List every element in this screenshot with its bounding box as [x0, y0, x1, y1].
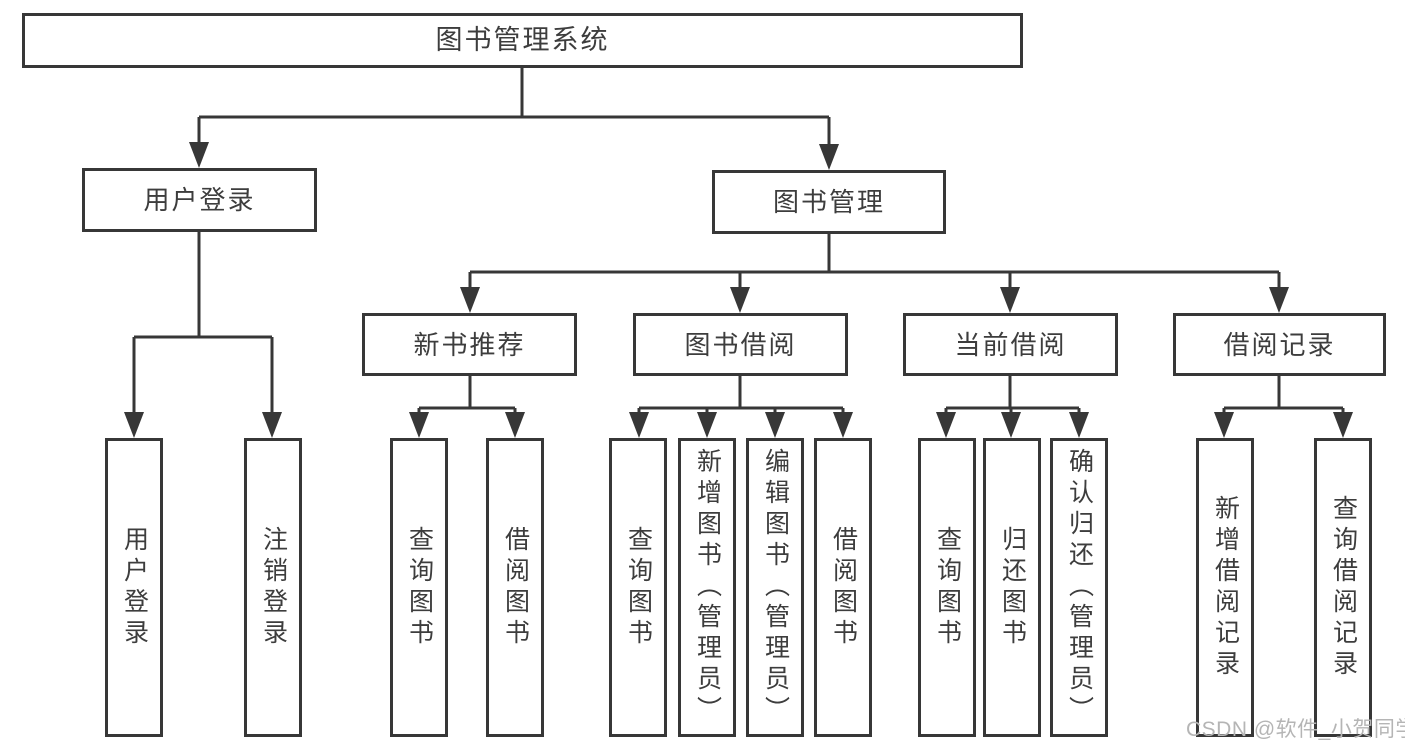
node-book-borrowing: 图书借阅 [633, 313, 848, 376]
node-book-management: 图书管理 [712, 170, 946, 234]
node-current-query-books: 查询图书 [918, 438, 976, 737]
connector-current-borrowing [944, 376, 1081, 416]
node-logout-action: 注销登录 [244, 438, 302, 737]
node-newbook-borrow-books: 借阅图书 [486, 438, 544, 737]
arrowhead-icon [936, 412, 956, 438]
arrowhead-icon [819, 144, 839, 170]
connector-book-borrowing [637, 376, 845, 416]
arrowhead-icon [262, 412, 282, 438]
node-newbook-query-books: 查询图书 [390, 438, 448, 737]
arrowhead-icon [629, 412, 649, 438]
arrowhead-icon [833, 412, 853, 438]
arrowhead-icon [460, 287, 480, 313]
node-borrowing-edit-books-admin: 编辑图书（管理员） [746, 438, 804, 737]
watermark: CSDN @软件_小贺同学 [1186, 718, 1405, 741]
arrowhead-icon [1069, 412, 1089, 438]
connector-new-book [417, 376, 517, 416]
connector-root [197, 68, 831, 148]
node-borrowing-add-books-admin: 新增图书（管理员） [678, 438, 736, 737]
node-current-borrowing: 当前借阅 [903, 313, 1118, 376]
node-current-confirm-return-admin: 确认归还（管理员） [1050, 438, 1108, 737]
arrowhead-icon [189, 142, 209, 168]
arrowhead-icon [730, 287, 750, 313]
arrowhead-icon [1000, 287, 1020, 313]
arrowhead-icon [505, 412, 525, 438]
node-records-add-borrow-record: 新增借阅记录 [1196, 438, 1254, 737]
arrowhead-icon [1269, 287, 1289, 313]
node-borrow-records: 借阅记录 [1173, 313, 1386, 376]
arrowhead-icon [1001, 412, 1021, 438]
arrowhead-icon [1214, 412, 1234, 438]
connector-book-management [468, 234, 1281, 291]
node-library-management-system: 图书管理系统 [22, 13, 1023, 68]
node-borrowing-query-books: 查询图书 [609, 438, 667, 737]
node-records-query-borrow-record: 查询借阅记录 [1314, 438, 1372, 737]
node-login-action: 用户登录 [105, 438, 163, 737]
arrowhead-icon [409, 412, 429, 438]
arrowhead-icon [124, 412, 144, 438]
arrowhead-icon [1333, 412, 1353, 438]
node-current-return-books: 归还图书 [983, 438, 1041, 737]
node-new-book-recommend: 新书推荐 [362, 313, 577, 376]
connector-user-login [132, 232, 274, 416]
arrowhead-icon [697, 412, 717, 438]
connector-borrow-records [1222, 376, 1345, 416]
node-user-login: 用户登录 [82, 168, 317, 232]
node-borrowing-borrow-books: 借阅图书 [814, 438, 872, 737]
arrowhead-icon [765, 412, 785, 438]
